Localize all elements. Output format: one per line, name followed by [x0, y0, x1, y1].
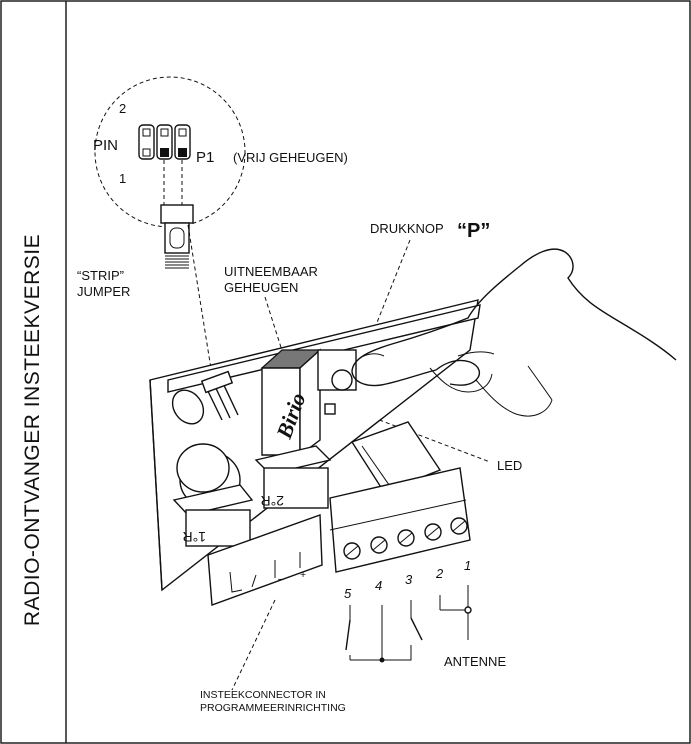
pin-header-inset [94, 76, 246, 228]
wiring [345, 585, 472, 663]
led-label: LED [497, 458, 522, 473]
p1-label: P1 [196, 149, 214, 166]
pin-column-3 [174, 124, 191, 160]
pin-1-label: 1 [119, 171, 126, 186]
drukknop-p-label: “P” [457, 220, 490, 242]
terminal-3-label: 3 [405, 572, 413, 587]
vrij-geheugen-label: (VRIJ GEHEUGEN) [233, 150, 348, 165]
terminal-1-label: 1 [464, 558, 471, 573]
connector-minus: – [278, 573, 284, 585]
pin-label: PIN [93, 137, 118, 154]
push-button-p [317, 349, 357, 391]
leader-connector [231, 599, 276, 691]
memory-module: Birio [260, 348, 322, 457]
geheugen-label: GEHEUGEN [224, 280, 298, 295]
connector-plus: + [300, 569, 306, 581]
insteek-label-2: PROGRAMMEERINRICHTING [200, 702, 346, 714]
jumper-label: JUMPER [77, 284, 130, 299]
inset-circle [94, 76, 246, 228]
pin-column-2 [156, 124, 173, 160]
leader-strip-jumper [187, 224, 213, 376]
strip-jumper [160, 204, 194, 269]
relay-1: 1°R [172, 484, 254, 547]
insteek-label-1: INSTEEKCONNECTOR IN [200, 689, 326, 701]
led-indicator [324, 403, 336, 415]
terminal-4-label: 4 [375, 578, 382, 593]
terminal-block [329, 467, 471, 573]
relay-2: 2°R [254, 445, 332, 509]
antenne-label: ANTENNE [444, 654, 506, 669]
drukknop-label: DRUKKNOP [370, 221, 444, 236]
board-jumper-pins [171, 370, 239, 425]
terminal-5-label: 5 [344, 586, 352, 601]
terminal-2-label: 2 [435, 566, 444, 581]
crystal [350, 421, 442, 493]
strip-label: “STRIP” [77, 268, 124, 283]
pin-2-label: 2 [119, 101, 126, 116]
jumper-pin-filled [178, 148, 187, 157]
relay-2-label: 2°R [261, 493, 285, 509]
programming-connector: – + [207, 514, 323, 606]
uitneembaar-label: UITNEEMBAAR [224, 264, 318, 279]
relay-1-label: 1°R [183, 529, 207, 545]
pin-column-1 [138, 124, 155, 160]
jumper-pin-filled [160, 148, 169, 157]
hand-drawing [351, 248, 677, 417]
